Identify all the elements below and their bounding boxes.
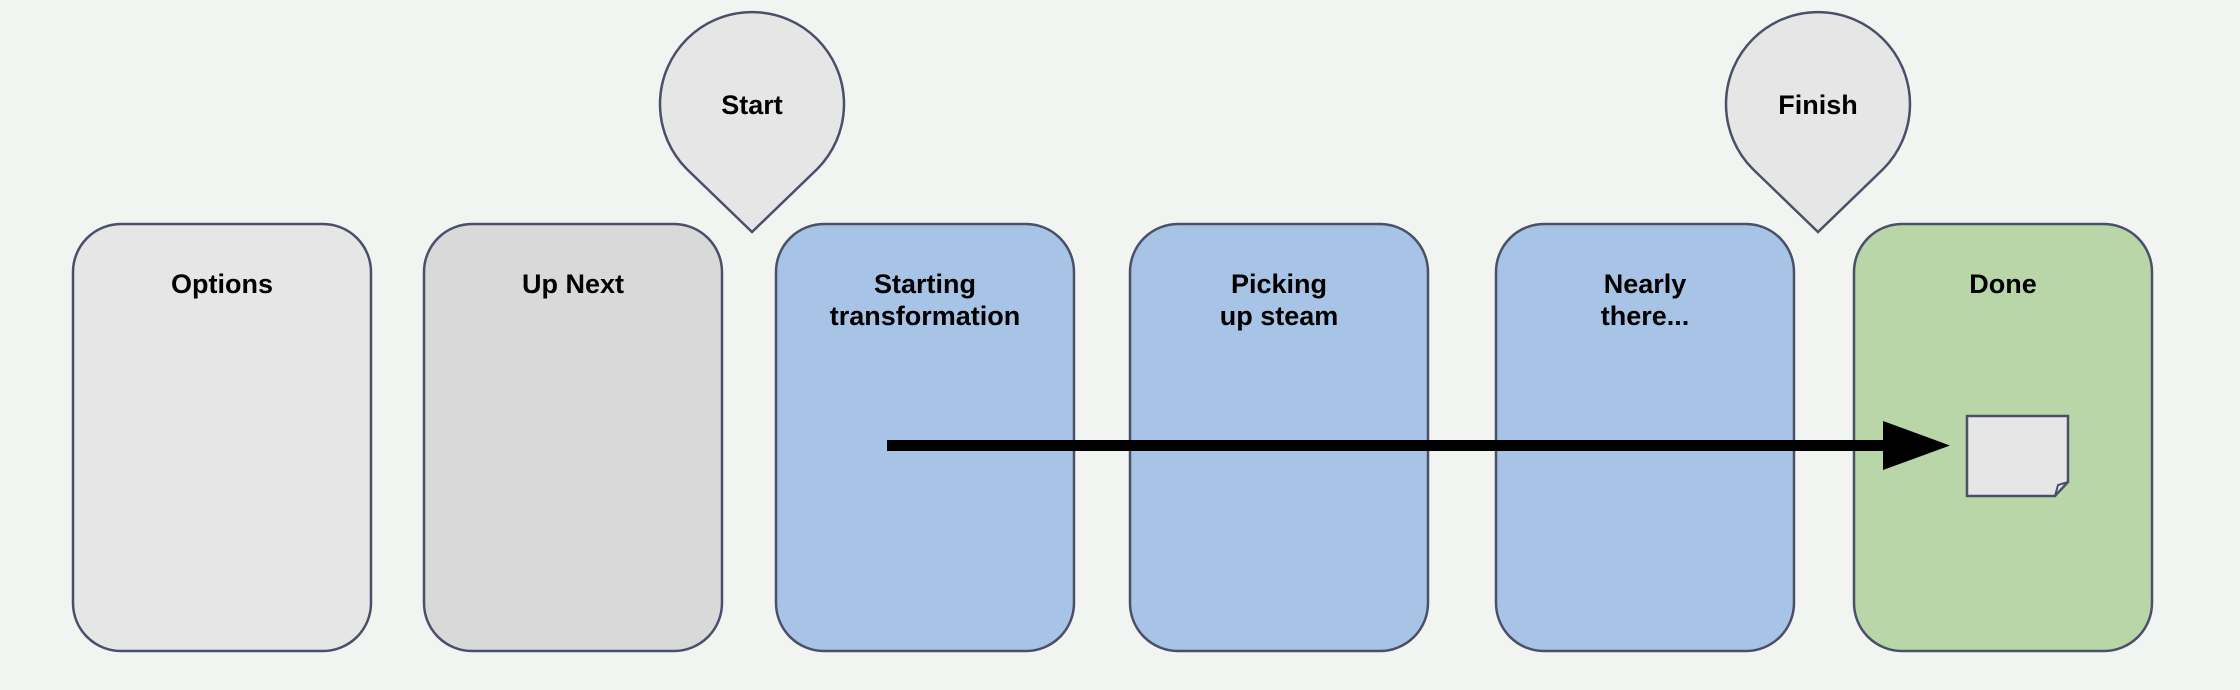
column-title-line: Up Next xyxy=(522,269,624,299)
column-title-line: Nearly xyxy=(1604,269,1687,299)
arrow-head xyxy=(1883,421,1950,470)
card-body xyxy=(1965,414,2070,498)
column-title-line: there... xyxy=(1601,301,1690,331)
column-box xyxy=(422,222,724,653)
map-pin-icon xyxy=(1724,10,1912,234)
map-pin-icon xyxy=(658,10,846,234)
marker-start: Start xyxy=(658,10,846,234)
column-box xyxy=(1128,222,1430,653)
column-title: Options xyxy=(171,269,273,299)
marker-label: Finish xyxy=(1778,90,1858,120)
column-title: Up Next xyxy=(522,269,624,299)
column-title: Done xyxy=(1969,269,2037,299)
flow-layer xyxy=(887,414,2070,498)
column-title-line: Starting xyxy=(874,269,976,299)
column-1[interactable]: Options xyxy=(71,222,373,653)
card-fold xyxy=(2054,481,2069,497)
arrow-right-icon xyxy=(887,421,1950,470)
markers-layer: Start Finish xyxy=(658,10,1912,234)
arrow-shaft xyxy=(887,440,1887,451)
column-box xyxy=(1494,222,1796,653)
column-title-line: Options xyxy=(171,269,273,299)
column-2[interactable]: Up Next xyxy=(422,222,724,653)
column-title-line: Done xyxy=(1969,269,2037,299)
marker-label: Start xyxy=(721,90,783,120)
column-box xyxy=(774,222,1076,653)
column-box xyxy=(71,222,373,653)
sticky-note-icon[interactable] xyxy=(1965,414,2070,498)
column-title-line: up steam xyxy=(1220,301,1339,331)
column-title-line: transformation xyxy=(830,301,1021,331)
column-title-line: Picking xyxy=(1231,269,1327,299)
marker-finish: Finish xyxy=(1724,10,1912,234)
